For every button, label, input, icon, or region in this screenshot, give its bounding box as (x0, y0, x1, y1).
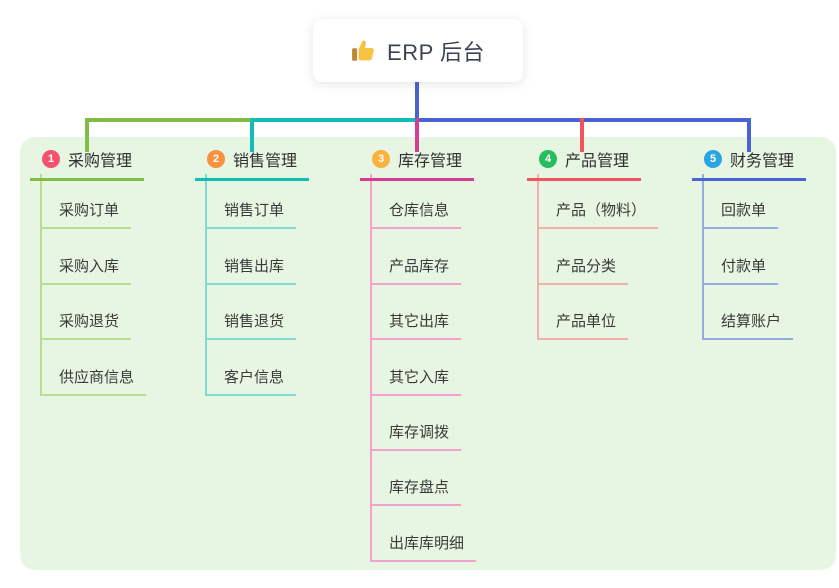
connector-trunk-mid (250, 118, 419, 122)
thumbs-up-icon (351, 38, 377, 64)
connector-branch-drop-5 (747, 118, 751, 152)
connector-branch-drop-1 (85, 118, 89, 152)
child-node[interactable]: 回款单 (704, 174, 779, 230)
child-node[interactable]: 产品（物料） (539, 174, 659, 230)
connector-branch-drop-2 (250, 118, 254, 152)
connector-branch-drop-3 (415, 118, 419, 152)
branch-node-3[interactable]: 3 库存管理 (360, 147, 474, 181)
child-node[interactable]: 其它入库 (372, 340, 462, 396)
branch-node-label: 采购管理 (68, 153, 133, 170)
child-node[interactable]: 库存盘点 (372, 451, 462, 507)
branch-children-list: 仓库信息产品库存其它出库其它入库库存调拨库存盘点出库库明细 (370, 174, 477, 562)
child-node[interactable]: 采购订单 (42, 174, 132, 230)
child-node[interactable]: 销售出库 (207, 229, 297, 285)
child-node[interactable]: 其它出库 (372, 285, 462, 341)
branch-node-4[interactable]: 4 产品管理 (527, 147, 641, 181)
branch-node-label: 销售管理 (233, 153, 298, 170)
branch-children-list: 采购订单采购入库采购退货供应商信息 (40, 174, 147, 396)
branch-node-label: 产品管理 (565, 153, 630, 170)
child-node[interactable]: 采购退货 (42, 285, 132, 341)
connector-branch-drop-4 (580, 118, 584, 152)
child-node[interactable]: 结算账户 (704, 285, 794, 341)
branch-node-5[interactable]: 5 财务管理 (692, 147, 806, 181)
child-node[interactable]: 产品库存 (372, 229, 462, 285)
child-node[interactable]: 销售退货 (207, 285, 297, 341)
connector-root-drop (415, 82, 419, 122)
child-node[interactable]: 库存调拨 (372, 396, 462, 451)
child-node[interactable]: 仓库信息 (372, 174, 462, 230)
branch-children-list: 回款单付款单结算账户 (702, 174, 794, 341)
child-node[interactable]: 付款单 (704, 229, 779, 285)
branch-number-badge: 3 (372, 150, 390, 168)
branch-node-label: 财务管理 (730, 153, 795, 170)
child-node[interactable]: 客户信息 (207, 340, 297, 396)
child-node[interactable]: 供应商信息 (42, 340, 147, 396)
child-node[interactable]: 采购入库 (42, 229, 132, 285)
branch-number-badge: 2 (207, 150, 225, 168)
root-node[interactable]: ERP 后台 (313, 19, 523, 82)
branch-number-badge: 1 (42, 150, 60, 168)
child-node[interactable]: 产品单位 (539, 285, 629, 341)
branch-node-label: 库存管理 (398, 153, 463, 170)
child-node[interactable]: 产品分类 (539, 229, 629, 285)
branch-number-badge: 4 (539, 150, 557, 168)
branch-number-badge: 5 (704, 150, 722, 168)
child-node[interactable]: 出库库明细 (372, 506, 477, 562)
branch-node-1[interactable]: 1 采购管理 (30, 147, 144, 181)
branch-children-list: 产品（物料）产品分类产品单位 (537, 174, 659, 341)
root-node-label: ERP 后台 (387, 39, 485, 65)
branch-node-2[interactable]: 2 销售管理 (195, 147, 309, 181)
child-node[interactable]: 销售订单 (207, 174, 297, 230)
connector-trunk-left (85, 118, 254, 122)
branch-children-list: 销售订单销售出库销售退货客户信息 (205, 174, 297, 396)
branches-panel (20, 137, 836, 570)
